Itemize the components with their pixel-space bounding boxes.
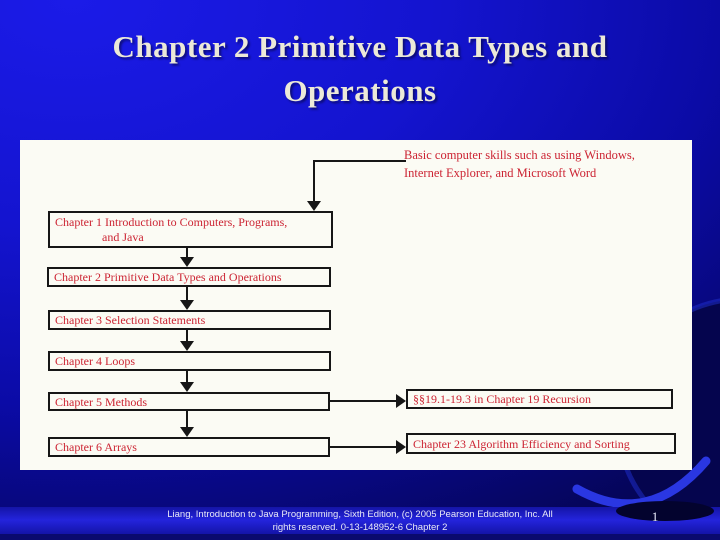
sorting-reference-label: Chapter 23 Algorithm Efficiency and Sort… — [413, 436, 630, 451]
footer-credit-line2: rights reserved. 0-13-148952-6 Chapter 2 — [272, 521, 448, 533]
chapter-1-box: Chapter 1 Introduction to Computers, Pro… — [48, 211, 333, 248]
content-canvas: Basic computer skills such as using Wind… — [20, 140, 692, 470]
down-arrow-2-head-icon — [180, 300, 194, 310]
page-number: 1 — [651, 509, 659, 524]
chapter-5-box: Chapter 5 Methods — [48, 392, 330, 411]
page-title-line2: Operations — [283, 73, 437, 108]
chapter-1-label-line2: and Java — [102, 229, 144, 244]
chapter-6-label: Chapter 6 Arrays — [55, 440, 137, 454]
elbow-connector-horizontal — [313, 160, 406, 162]
down-arrow-3-shaft — [186, 330, 188, 342]
elbow-arrowhead-icon — [307, 201, 321, 211]
down-arrow-5-head-icon — [180, 427, 194, 437]
down-arrow-2-shaft — [186, 287, 188, 301]
page-title-line1: Chapter 2 Primitive Data Types and — [112, 29, 608, 64]
recursion-reference-label: §§19.1-19.3 in Chapter 19 Recursion — [413, 392, 591, 406]
chapter-1-label-line1: Chapter 1 Introduction to Computers, Pro… — [55, 214, 288, 229]
bottom-strip — [0, 534, 720, 540]
down-arrow-3-head-icon — [180, 341, 194, 351]
note-line1: Basic computer skills such as using Wind… — [404, 148, 635, 162]
globe-base — [616, 501, 714, 521]
chapter-4-label: Chapter 4 Loops — [55, 354, 135, 368]
note-text: Basic computer skills such as using Wind… — [404, 146, 684, 182]
chapter-3-label: Chapter 3 Selection Statements — [55, 313, 206, 327]
chapter-5-label: Chapter 5 Methods — [55, 394, 147, 409]
footer-credit: Liang, Introduction to Java Programming,… — [0, 507, 720, 536]
chapter-3-box: Chapter 3 Selection Statements — [48, 310, 331, 330]
right-arrow-2-shaft — [330, 446, 397, 448]
elbow-connector-vertical — [313, 160, 315, 202]
down-arrow-4-shaft — [186, 371, 188, 383]
note-line2: Internet Explorer, and Microsoft Word — [404, 166, 597, 180]
down-arrow-5-shaft — [186, 411, 188, 428]
right-arrow-1-shaft — [330, 400, 397, 402]
right-arrow-1-head-icon — [396, 394, 406, 408]
sorting-reference-box: Chapter 23 Algorithm Efficiency and Sort… — [406, 433, 676, 454]
footer-credit-line1: Liang, Introduction to Java Programming,… — [167, 509, 553, 520]
down-arrow-4-head-icon — [180, 382, 194, 392]
chapter-4-box: Chapter 4 Loops — [48, 351, 331, 371]
recursion-reference-box: §§19.1-19.3 in Chapter 19 Recursion — [406, 389, 673, 409]
page-title: Chapter 2 Primitive Data Types and Opera… — [0, 25, 720, 113]
down-arrow-1-head-icon — [180, 257, 194, 267]
chapter-2-box: Chapter 2 Primitive Data Types and Opera… — [47, 267, 331, 287]
chapter-2-label: Chapter 2 Primitive Data Types and Opera… — [54, 270, 282, 284]
down-arrow-1-shaft — [186, 248, 188, 258]
chapter-6-box: Chapter 6 Arrays — [48, 437, 330, 457]
right-arrow-2-head-icon — [396, 440, 406, 454]
